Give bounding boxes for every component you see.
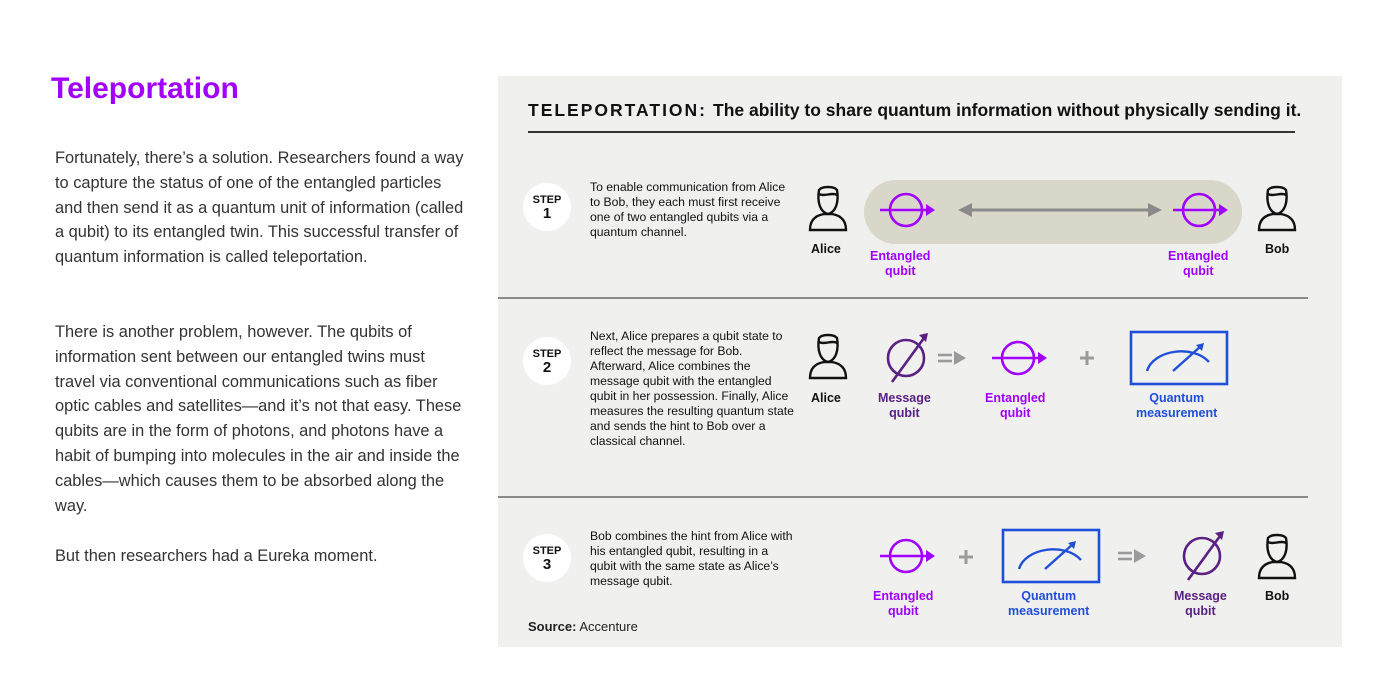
step-1-number: 1 [542,205,552,222]
quantum-measurement-icon [1129,330,1229,386]
step-3-description: Bob combines the hint from Alice with hi… [590,529,793,588]
person-icon [808,333,848,380]
plus-icon [1078,349,1096,367]
source-credit: Source: Accenture [528,619,638,634]
entangled-qubit-icon [878,538,937,574]
figure-heading: TELEPORTATION:The ability to share quant… [528,100,1301,121]
label-bob: Bob [1265,589,1290,603]
figure-heading-text: The ability to share quantum information… [713,100,1302,120]
body-paragraph-3: But then researchers had a Eureka moment… [55,547,378,565]
step-divider-1 [498,297,1308,299]
step-1-badge: STEP 1 [523,183,571,231]
person-icon [808,185,848,232]
teleportation-infographic: TELEPORTATION:The ability to share quant… [498,76,1342,647]
implies-arrow-icon [936,349,968,367]
entangled-qubit-icon [990,340,1049,376]
step-divider-2 [498,496,1308,498]
step-2-description: Next, Alice prepares a qubit state to re… [590,329,794,448]
person-icon [1257,533,1297,580]
body-paragraph-2: There is another problem, however. The q… [55,323,462,515]
message-qubit-icon [1182,529,1226,582]
step-1-description: To enable communication from Alice to Bo… [590,180,786,239]
body-paragraph-1: Fortunately, there’s a solution. Researc… [55,149,464,267]
figure-heading-keyword: TELEPORTATION: [528,100,708,120]
plus-icon [957,548,975,566]
double-arrow-icon [958,203,1162,217]
label-alice: Alice [811,391,841,405]
quantum-measurement-icon [1001,528,1101,584]
label-bob: Bob [1265,242,1290,256]
diagram-graphics [808,180,1297,584]
source-value: Accenture [579,619,638,634]
message-qubit-icon [886,331,930,384]
step-3-badge: STEP 3 [523,534,571,582]
page-title: Teleportation [51,72,239,105]
step-3-number: 3 [542,556,552,573]
implies-arrow-icon [1116,547,1148,565]
step-2-number: 2 [542,359,552,376]
heading-divider [528,131,1295,133]
source-label: Source: [528,619,577,634]
label-alice: Alice [811,242,841,256]
step-3-word: STEP [532,545,562,557]
step-2-badge: STEP 2 [523,337,571,385]
step-1-word: STEP [532,194,562,206]
person-icon [1257,185,1297,232]
step-2-word: STEP [532,348,562,360]
quantum-channel-band [864,180,1242,244]
